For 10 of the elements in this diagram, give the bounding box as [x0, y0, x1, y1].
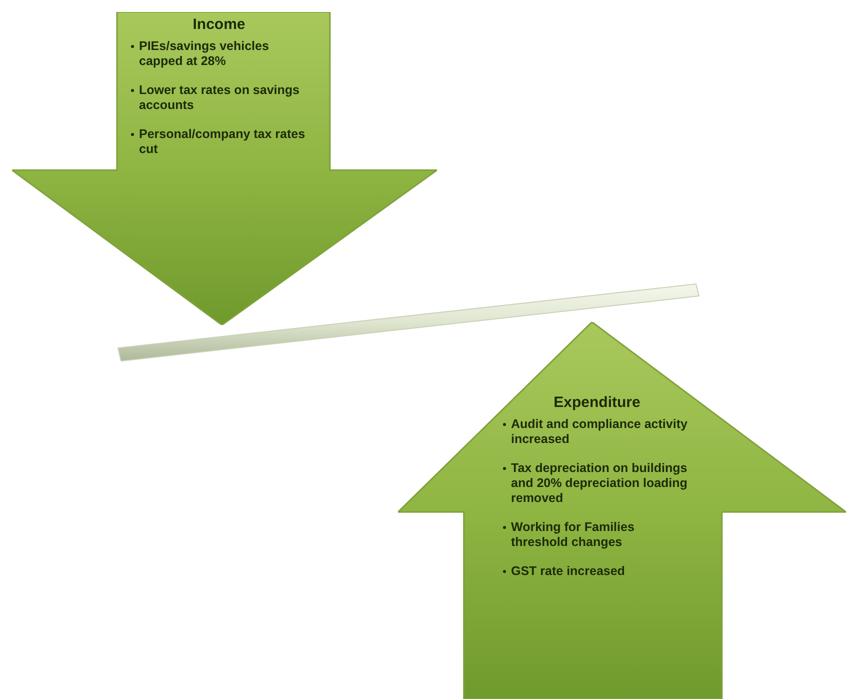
bullet-text: Lower tax rates on savings accounts [139, 83, 300, 112]
arrow-heading: Income [192, 16, 246, 33]
arrow-heading: Expenditure [552, 394, 642, 411]
bullet-text: Tax depreciation on buildings and 20% depreciation loading removed [511, 461, 688, 505]
bullet-text: PIEs/savings vehicles capped at 28% [139, 39, 269, 68]
bullet-text: Personal/company tax rates cut [139, 127, 306, 156]
bullet-text: GST rate increased [511, 564, 625, 578]
bullet-text: Working for Families threshold changes [511, 520, 634, 549]
bullet-text: Audit and compliance activity increased [511, 417, 688, 446]
seesaw-bar [117, 283, 700, 362]
